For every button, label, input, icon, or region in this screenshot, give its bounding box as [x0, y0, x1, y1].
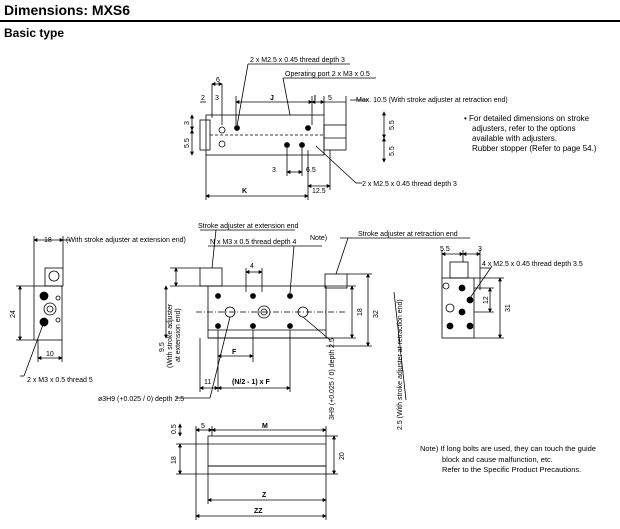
dim-31: 31 — [505, 304, 512, 312]
top-hole — [284, 142, 290, 148]
bolt-note-line-3: Refer to the Specific Product Precaution… — [442, 465, 582, 474]
dim-J: J — [270, 95, 274, 102]
top-view-adjuster — [323, 124, 347, 151]
left-end-adjuster — [44, 267, 64, 287]
dim-6: 6 — [216, 77, 220, 84]
dim-Z: Z — [262, 492, 267, 499]
bolt-note: Note) If long bolts are used, they can t… — [420, 444, 620, 476]
max-label: Max. 10.5 (With stroke adjuster at retra… — [356, 97, 508, 104]
dim-0-5: 0.5 — [171, 424, 178, 434]
ext-vert-label-1: (With stroke adjuster — [167, 303, 174, 368]
dim-3b: 3 — [184, 121, 191, 125]
left-end-labels: 18 (With stroke adjuster at extension en… — [10, 237, 186, 384]
bullet: • — [464, 114, 467, 123]
top-hole — [234, 125, 240, 131]
adj-ret-label: Stroke adjuster at retraction end — [358, 231, 458, 238]
dim-24: 24 — [10, 310, 17, 318]
section-heading: Basic type — [4, 26, 65, 40]
top-view-labels: 2 x M2.5 x 0.45 thread depth 3 Operating… — [184, 57, 508, 195]
top-hole — [299, 142, 305, 148]
ext-vert-label-2: at extension end) — [175, 308, 182, 362]
left-end-view — [16, 236, 70, 377]
dim-3c: 3 — [272, 167, 276, 174]
dim-3: 3 — [478, 246, 482, 253]
formula-label: (N/2 - 1) x F — [232, 379, 270, 386]
note-text-1: For detailed dimensions on stroke — [469, 114, 590, 123]
bottom-view-labels: 0.5 5 M 18 20 Z ZZ — [171, 423, 346, 515]
dim-5b: 5 — [201, 423, 205, 430]
dim-11: 11 — [204, 379, 211, 386]
n-thread-label: N x M3 x 0.5 thread depth 4 — [210, 239, 296, 246]
title-rule — [0, 20, 620, 22]
top-view — [190, 63, 386, 200]
bottom-view-body — [207, 435, 327, 467]
port-circle — [218, 126, 226, 134]
bottom-view — [176, 423, 338, 520]
note-line-1: • For detailed dimensions on stroke — [464, 114, 614, 124]
ret-vert-label: 2.5 (With stroke adjuster at retraction … — [397, 299, 404, 430]
dim-3a: 3 — [215, 95, 219, 102]
dim-5-5c: 5.5 — [389, 146, 396, 156]
top-hole — [305, 125, 311, 131]
note-line-2: adjusters, refer to the options — [472, 124, 576, 133]
note-line-3: available with adjusters. — [472, 134, 557, 143]
right-end-labels: 5.5 3 4 x M2.5 x 0.45 thread depth 3.5 1… — [440, 246, 583, 312]
dim-6-5: 6.5 — [306, 167, 316, 174]
thread-label-bottom: 2 x M2.5 x 0.45 thread depth 3 — [362, 181, 457, 188]
dim-5: 5 — [328, 95, 332, 102]
dim-9-5: 9.5 — [159, 342, 166, 352]
dim-12-5: 12.5 — [312, 188, 326, 195]
header-bar: Dimensions: MXS6 — [0, 0, 620, 22]
dim-18: 18 — [44, 237, 52, 244]
note-line-4: Rubber stopper (Refer to page 54.) — [472, 144, 597, 153]
bottom-view-rail — [207, 465, 327, 475]
port-circle — [218, 140, 226, 148]
dim-K: K — [242, 188, 247, 195]
dim-ZZ: ZZ — [254, 508, 263, 515]
dim-20: 20 — [339, 452, 346, 460]
front-side-labels: Stroke adjuster at extension end N x M3 … — [98, 223, 458, 430]
bolt-note-line-1: Note) If long bolts are used, they can t… — [420, 444, 596, 453]
dim-M: M — [262, 423, 268, 430]
dim-4: 4 — [250, 263, 254, 270]
dim-I: I — [314, 95, 316, 102]
page-title: Dimensions: MXS6 — [4, 2, 131, 18]
right-end-adjuster — [449, 261, 469, 279]
port-label: Operating port 2 x M3 x 0.5 — [285, 71, 370, 78]
dim-10: 10 — [46, 351, 54, 358]
thread-label-top: 2 x M2.5 x 0.45 thread depth 3 — [250, 57, 345, 64]
right-thread-label: 4 x M2.5 x 0.45 thread depth 3.5 — [482, 261, 583, 268]
front-side-view — [164, 229, 470, 401]
bolt-note-line-2: block and cause malfunction, etc. — [442, 454, 553, 464]
left-end-body — [33, 285, 63, 341]
top-view-end-cap — [199, 119, 211, 151]
dim-5-5: 5.5 — [440, 246, 450, 253]
adj-ext-label: Stroke adjuster at extension end — [198, 223, 299, 230]
dim-18c: 18 — [171, 456, 178, 464]
bore-label: ø3H9 (+0.025 / 0) depth 2.5 — [98, 396, 184, 403]
note-superscript: Note) — [310, 235, 327, 242]
dim-2: 2 — [201, 95, 205, 102]
left-thread-label: 2 x M3 x 0.5 thread 5 — [27, 377, 93, 384]
dim-5-5a: 5.5 — [184, 138, 191, 148]
dim-5-5b: 5.5 — [389, 120, 396, 130]
front-side-adjuster-ext — [199, 267, 223, 287]
dim-F: F — [232, 349, 237, 356]
dim-18b: 18 — [357, 308, 364, 316]
right-end-view — [441, 250, 504, 339]
dim-12: 12 — [483, 296, 490, 304]
dim-32: 32 — [373, 310, 380, 318]
bore-label-2: 3H9 (+0.025 / 0) depth 2.5 — [329, 338, 336, 420]
adjuster-note: • For detailed dimensions on stroke adju… — [464, 114, 614, 154]
ext-adjuster-label: (With stroke adjuster at extension end) — [66, 237, 186, 244]
